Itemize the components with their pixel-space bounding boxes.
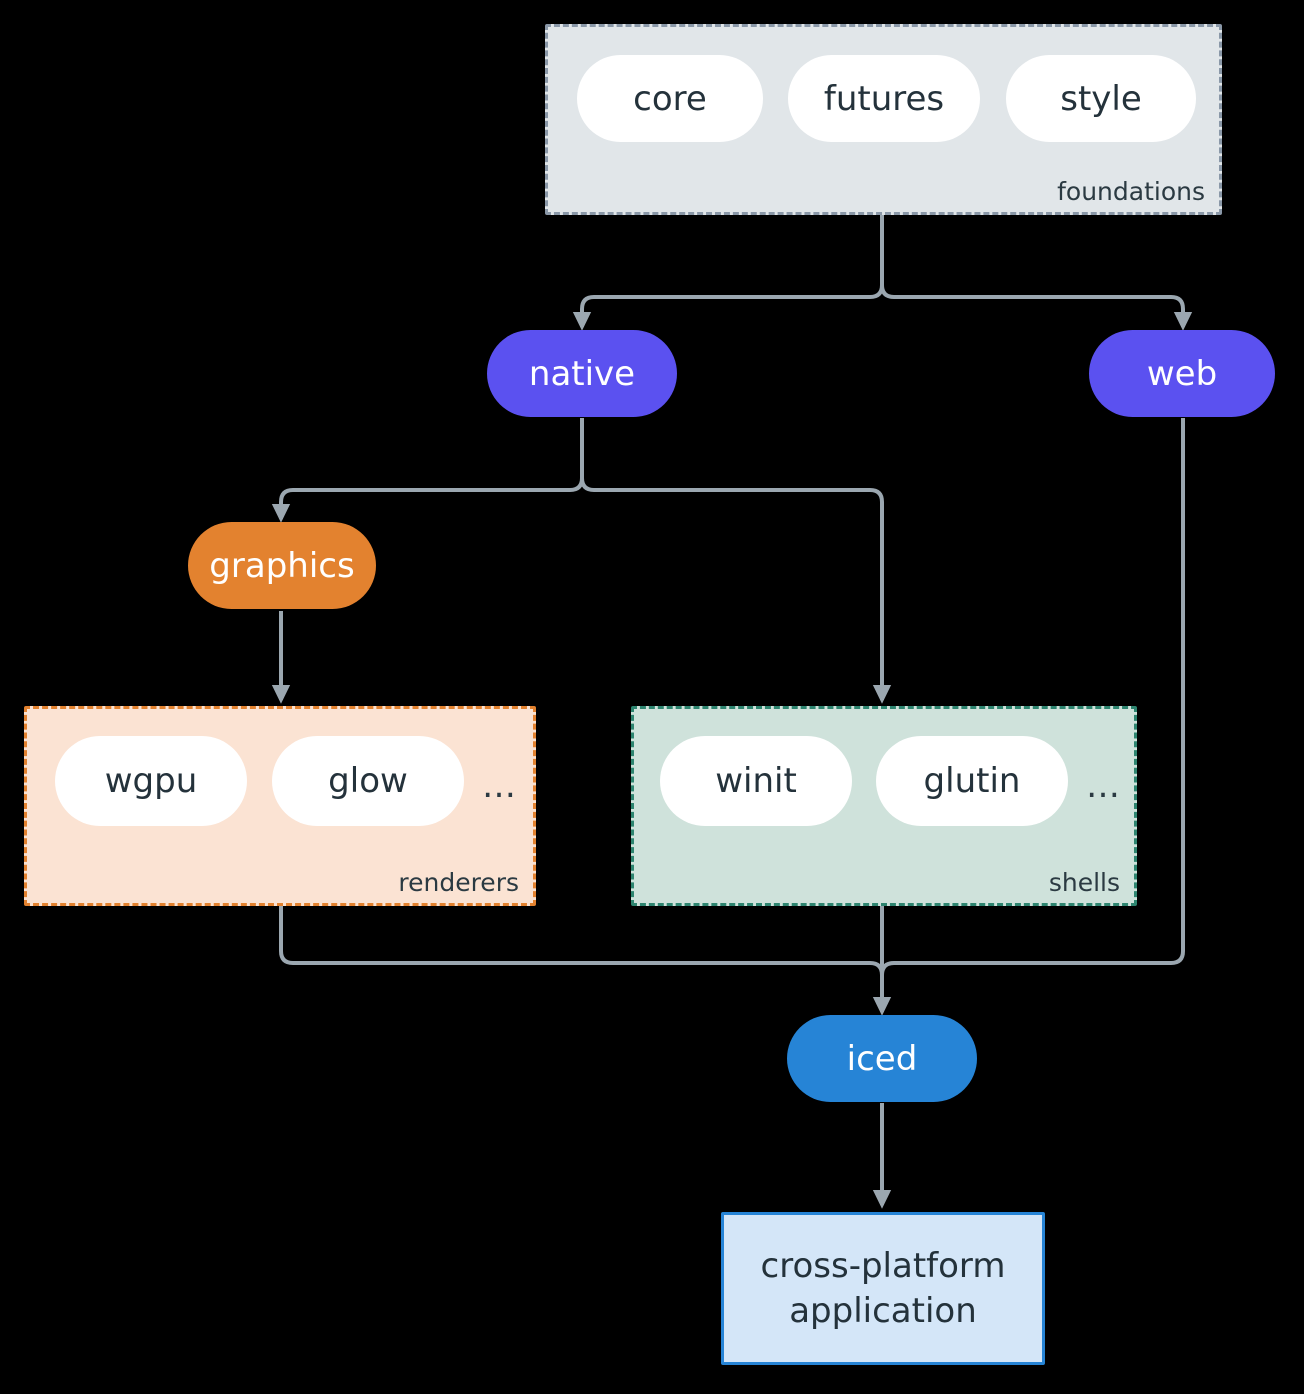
group-foundations: core futures style foundations (545, 24, 1222, 215)
edge-native-shells (580, 477, 892, 704)
pill-wgpu[interactable]: wgpu (55, 736, 247, 826)
shells-more-ellipsis: … (1086, 766, 1120, 806)
node-native-label: native (528, 353, 636, 394)
edge-foundations-split (572, 215, 884, 331)
node-iced-label: iced (846, 1038, 918, 1079)
node-native[interactable]: native (487, 330, 677, 417)
node-iced[interactable]: iced (787, 1015, 977, 1102)
group-renderers-label: renderers (398, 868, 519, 897)
node-application-line1: cross-platform (760, 1245, 1006, 1286)
pill-glow-label: glow (328, 761, 408, 801)
edge-renderers-iced (279, 906, 892, 1016)
pill-futures[interactable]: futures (788, 55, 980, 142)
edge-foundations-web (880, 284, 1193, 331)
renderers-more-ellipsis: … (482, 766, 516, 806)
node-application-line2: application (789, 1290, 977, 1331)
pill-core-label: core (633, 78, 707, 119)
pill-style[interactable]: style (1006, 55, 1196, 142)
pill-glutin-label: glutin (923, 761, 1021, 801)
edge-web-iced (880, 418, 1185, 976)
edge-native-graphics (271, 418, 584, 523)
group-shells-label: shells (1048, 868, 1120, 897)
group-shells: winit glutin … shells (631, 706, 1137, 906)
group-renderers: wgpu glow … renderers (24, 706, 536, 906)
pill-winit[interactable]: winit (660, 736, 852, 826)
node-application[interactable]: cross-platform application (721, 1212, 1045, 1365)
node-web-label: web (1146, 353, 1218, 394)
node-graphics[interactable]: graphics (188, 522, 376, 609)
node-graphics-label: graphics (209, 545, 355, 586)
pill-glow[interactable]: glow (272, 736, 464, 826)
pill-style-label: style (1060, 78, 1142, 119)
node-web[interactable]: web (1089, 330, 1275, 417)
pill-wgpu-label: wgpu (104, 761, 198, 801)
pill-core[interactable]: core (577, 55, 763, 142)
pill-futures-label: futures (823, 78, 945, 119)
pill-winit-label: winit (715, 761, 797, 801)
pill-glutin[interactable]: glutin (876, 736, 1068, 826)
group-foundations-label: foundations (1057, 177, 1205, 206)
